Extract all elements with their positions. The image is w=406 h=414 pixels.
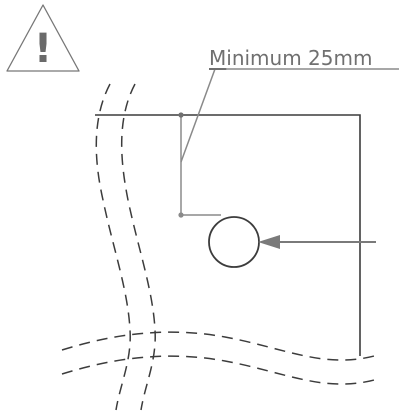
- dimension-dot-bottom: [178, 212, 184, 218]
- warning-exclamation: !: [34, 26, 52, 72]
- dimension-dot-top: [178, 112, 184, 118]
- horizontal-break-lines: [61, 331, 379, 385]
- vertical-break-lines: [95, 83, 156, 411]
- minimum-clearance-label-rest: inimum 25mm: [226, 46, 373, 70]
- minimum-clearance-label-initial: M: [209, 46, 227, 70]
- clearance-dimension: [178, 112, 221, 218]
- callout-leader-line: [180, 68, 399, 163]
- insertion-arrow: [258, 235, 376, 249]
- warning-triangle-icon: !: [6, 4, 80, 72]
- minimum-clearance-label: Minimum 25mm: [209, 46, 372, 70]
- pipe-hole: [208, 216, 260, 268]
